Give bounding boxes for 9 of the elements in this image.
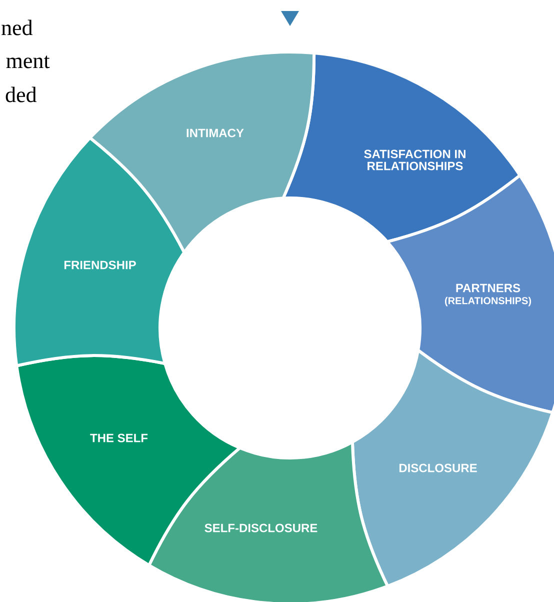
ring-segment: SATISFACTION IN RELATIONSHIPS xyxy=(282,52,522,244)
text-fragment: ded xyxy=(6,86,37,102)
text-fragment: ned xyxy=(2,20,33,36)
ring-segment: INTIMACY xyxy=(88,50,316,254)
ring-segment: SELF-DISCLOSURE xyxy=(148,440,390,602)
text-fragment: ment xyxy=(6,56,50,68)
ring-segment: DISCLOSURE xyxy=(350,348,554,588)
ring-segment: FRIENDSHIP xyxy=(12,136,186,368)
ring-segment: PARTNERS (RELATIONSHIPS) xyxy=(386,174,554,414)
